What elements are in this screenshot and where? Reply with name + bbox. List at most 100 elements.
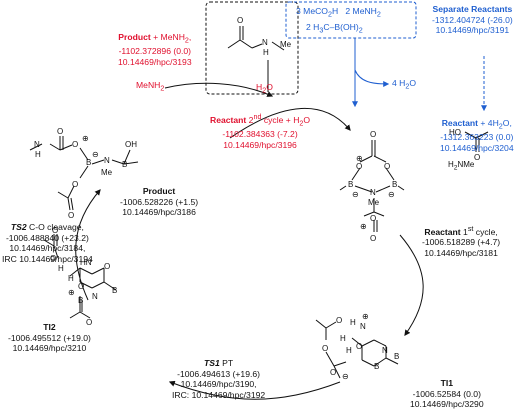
reactant-4h2o-suffix: + 4H (478, 118, 499, 128)
product-energy: -1006.528226 (+1.5) (120, 196, 199, 207)
ti1-n2: N (382, 346, 388, 355)
reactant-o-bot2: O (370, 234, 377, 243)
reactant-minus-l: ⊖ (352, 190, 359, 199)
ts1-title: TS1 (204, 358, 220, 368)
h2nme-label: H2NMe (448, 160, 474, 173)
ti1-o4: O (330, 368, 337, 377)
reactant-4h2o-doi: 10.14469/hpc/3204 (440, 142, 514, 153)
ti2-b2: B (112, 286, 118, 295)
ti1-n: N (360, 322, 366, 331)
reactant-ring-structure (339, 140, 405, 232)
reactant-2nd-tail: cycle + H (261, 114, 300, 125)
reactant-1st-suffix: 1 (460, 226, 468, 237)
product-menh2-sub: 2 (184, 36, 189, 45)
h2o-box-label: H2O (256, 82, 273, 96)
reactant-n: N (370, 188, 376, 197)
product-dashed-box (205, 1, 299, 95)
reactants-box-d: 2 H (306, 22, 320, 32)
reactant-b-l: B (348, 180, 354, 189)
acetic-acid-structure (464, 131, 489, 152)
menh2-arrow-text: MeNH (136, 80, 161, 90)
ts2-label: TS2 C-O cleavage, -1006.488840 (+23.2) 1… (2, 222, 93, 264)
ti2-o-mid: O (50, 254, 57, 263)
ti1-plus: ⊕ (362, 312, 369, 321)
product-menh2-doi: 10.14469/hpc/3193 (118, 56, 192, 67)
reactant-minus-r: ⊖ (388, 190, 395, 199)
reactant-plus-top: ⊕ (356, 154, 363, 163)
product-oh: OH (125, 140, 137, 149)
product-menh2-suffix: + MeNH (150, 32, 185, 42)
product-me: Me (101, 168, 113, 177)
reactant-4h2o-energy: -1312.363223 (0.0) (440, 132, 514, 143)
ti2-b1: B (78, 296, 84, 305)
ts2-tail: C-O cleavage, (26, 222, 84, 232)
reactants-box-c-sub: 2 (376, 10, 381, 19)
cycle-arc-top (229, 107, 351, 139)
reactant-2nd-label: Reactant 2nd cycle + H2O -1102.384363 (-… (210, 112, 310, 150)
ti1-o3: O (322, 344, 329, 353)
ti1-b2: B (394, 352, 400, 361)
water-out-label: 4 H2O (392, 78, 416, 92)
reactants-box-a: 3 MeCO (296, 6, 328, 16)
reactant-1st-energy: -1006.518289 (+4.7) (422, 237, 501, 248)
reactant-2nd-energy: -1102.384363 (-7.2) (222, 129, 298, 140)
ti1-b1: B (374, 362, 380, 371)
product-label: Product -1006.528226 (+1.5) 10.14469/hpc… (120, 186, 198, 218)
reactant-2nd-title: Reactant (210, 114, 247, 125)
menh2-arrow-label: MeNH2 (136, 80, 164, 94)
product-n2: N (104, 156, 110, 165)
reactant-o-bot: O (370, 214, 377, 223)
ti1-label: TI1 -1006.52584 (0.0) 10.14469/hpc/3290 (410, 378, 484, 410)
ti1-title: TI1 (440, 378, 453, 388)
reactants-box-a-sub: 2 (328, 10, 332, 19)
menh2-in-arrow (164, 82, 274, 97)
cycle-arc-right (399, 234, 424, 336)
acetamide-structure (227, 26, 285, 51)
ti1-h-mid: H (340, 334, 346, 343)
water-out-text: 4 H (392, 78, 406, 88)
ts2-energy: -1006.488840 (+23.2) (5, 232, 89, 243)
product-b2: B (122, 160, 128, 169)
product-structure (29, 136, 139, 211)
ts2-doi: 10.14469/hpc/3184, (9, 243, 86, 254)
reactant-2nd-suffix: 2 (246, 114, 254, 125)
water-out-sub: 2 (405, 82, 410, 91)
reactant-1st-label: Reactant 1st cycle, -1006.518289 (+4.7) … (422, 224, 500, 259)
ti2-structure (43, 234, 117, 319)
ti1-o1: O (336, 316, 343, 325)
cycle-arc-bottom (168, 380, 341, 400)
product-plus: ⊕ (82, 134, 89, 143)
reactant-o-top: O (370, 130, 377, 139)
ti2-label: TI2 -1006.495512 (+19.0) 10.14469/hpc/32… (8, 322, 91, 354)
product-menh2-end: , (188, 32, 192, 42)
reactants-box-c: 2 MeNH (345, 6, 377, 16)
ts1-label: TS1 PT -1006.494613 (+19.6) 10.14469/hpc… (172, 358, 265, 400)
ti2-title: TI2 (43, 322, 56, 332)
ti1-minus: ⊖ (342, 372, 349, 381)
h2nme-end: NMe (457, 160, 475, 169)
product-nh: N (34, 140, 40, 149)
reactant-4h2o-label: Reactant + 4H2O, -1312.363223 (0.0) 10.1… (440, 118, 514, 154)
product-title: Product (142, 186, 176, 196)
acid-o: O (474, 153, 481, 162)
ti2-o-r: O (104, 262, 111, 271)
reactants-box-line1: 3 MeCO2H 2 MeNH2 (296, 6, 381, 20)
h2nme-sub: 2 (453, 164, 458, 172)
h2o-box-end: O (266, 82, 273, 92)
reactants-dashed-box (285, 1, 417, 39)
separate-reactants-energy: -1312.404724 (-26.0) (432, 14, 513, 25)
ts1-tail: PT (219, 358, 234, 368)
reactant-o-l: O (356, 162, 363, 171)
h2nme-h: H (448, 160, 454, 169)
acetamide-me: Me (280, 40, 292, 49)
ti1-h2: H (346, 346, 352, 355)
reactant-1st-doi: 10.14469/hpc/3181 (424, 248, 498, 259)
reactant-1st-title: Reactant (424, 226, 461, 237)
ti1-o2: O (356, 342, 363, 351)
ts1-doi: 10.14469/hpc/3190, (180, 379, 257, 390)
acetamide-h: H (263, 48, 269, 57)
ti1-energy: -1006.52584 (0.0) (412, 388, 481, 399)
ti2-n: N (92, 292, 98, 301)
